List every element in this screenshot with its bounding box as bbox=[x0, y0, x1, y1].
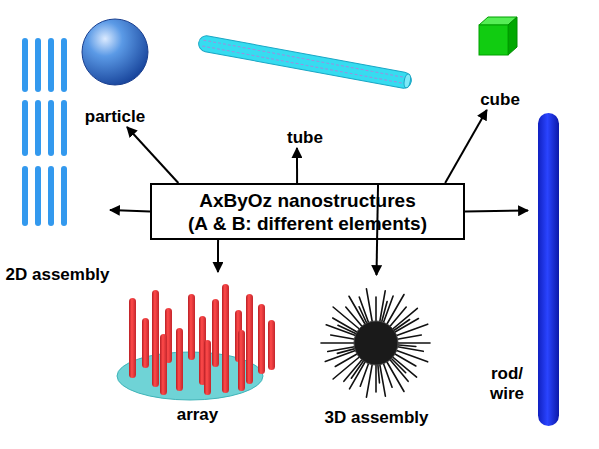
bar bbox=[61, 38, 67, 92]
arrow-connector bbox=[217, 240, 219, 272]
tube-shape bbox=[197, 34, 412, 89]
urchin-assembly bbox=[321, 289, 430, 397]
urchin-core bbox=[354, 321, 398, 365]
structure-node: particle bbox=[65, 15, 165, 127]
array-rod bbox=[268, 320, 275, 370]
arrow-connector bbox=[445, 110, 487, 183]
bar bbox=[22, 38, 28, 92]
bar bbox=[61, 100, 67, 156]
array-rod bbox=[176, 328, 183, 391]
bar bbox=[35, 38, 41, 92]
box-text: (A & B: different elements) bbox=[188, 212, 427, 235]
array-rod bbox=[160, 334, 167, 395]
bar bbox=[35, 166, 41, 226]
bar bbox=[48, 166, 54, 226]
structure-label: tube bbox=[287, 128, 323, 148]
tube-inner-wall bbox=[202, 46, 407, 84]
structure-node: array bbox=[115, 272, 280, 425]
array-rod bbox=[238, 330, 245, 391]
sphere-particle bbox=[82, 19, 148, 85]
structure-label: rod/ wire bbox=[484, 364, 530, 404]
array-rod bbox=[222, 284, 229, 393]
structure-node: tube bbox=[190, 30, 420, 148]
structure-node: 2D assembly bbox=[5, 35, 110, 285]
array-rod bbox=[152, 290, 159, 387]
bar bbox=[22, 100, 28, 156]
bar bbox=[61, 166, 67, 226]
tube-inner-wall bbox=[203, 40, 408, 78]
array-rod bbox=[129, 298, 136, 378]
cube-front bbox=[479, 25, 508, 55]
bar bbox=[22, 166, 28, 226]
tube-body bbox=[197, 34, 412, 89]
array-rod bbox=[258, 304, 265, 374]
structure-node: rod/ wire bbox=[528, 112, 568, 430]
arrow-connector bbox=[465, 210, 528, 213]
arrow-connector bbox=[296, 148, 298, 183]
structure-label: 3D assembly bbox=[325, 408, 429, 428]
arrow-connector bbox=[127, 127, 178, 183]
rod-array bbox=[129, 284, 275, 395]
array-rod bbox=[142, 318, 149, 368]
center-box: AxByOz nanostructures(A & B: different e… bbox=[150, 183, 465, 240]
array-rod bbox=[212, 299, 219, 367]
tube-end bbox=[403, 74, 411, 89]
structure-node: 3D assembly bbox=[313, 275, 440, 428]
wire-rod bbox=[538, 113, 559, 426]
structure-label: particle bbox=[85, 107, 145, 127]
structure-label: 2D assembly bbox=[6, 265, 110, 285]
box-text: AxByOz nanostructures bbox=[199, 189, 415, 212]
bar-assembly bbox=[22, 38, 67, 226]
array-rod bbox=[246, 294, 253, 384]
array-rod bbox=[188, 294, 195, 360]
cube-side bbox=[508, 17, 517, 55]
bar bbox=[48, 100, 54, 156]
bar bbox=[48, 38, 54, 92]
structure-node: cube bbox=[467, 15, 533, 110]
arrow-connector bbox=[110, 210, 150, 212]
bar bbox=[35, 100, 41, 156]
array-rod bbox=[204, 340, 211, 395]
structure-label: array bbox=[177, 405, 219, 425]
structure-label: cube bbox=[480, 90, 520, 110]
